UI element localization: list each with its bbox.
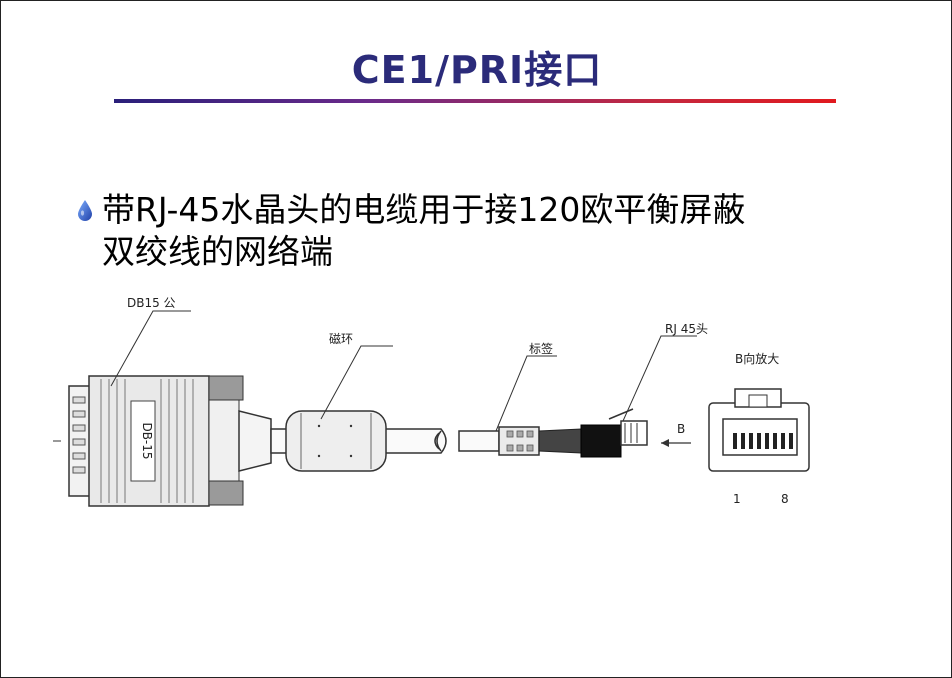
cable-diagram: DB-15 <box>53 296 810 507</box>
arrow-label: B <box>677 422 685 436</box>
db15-connector: DB-15 <box>53 375 272 507</box>
cable-tag <box>498 426 540 456</box>
pin-8-label: 8 <box>781 492 789 506</box>
direction-label: B向放大 <box>735 351 779 366</box>
title-divider <box>114 99 836 103</box>
bullet-text: 带RJ-45水晶头的电缆用于接120欧平衡屏蔽 双绞线的网络端 <box>102 189 902 273</box>
tag-label: 标签 <box>529 341 553 356</box>
db15-label: DB15 公 <box>127 296 176 310</box>
direction-arrow: B <box>661 422 691 447</box>
slide-title: CE1/PRI接口 <box>351 48 603 92</box>
rj45-plug <box>538 408 648 458</box>
pin-1-label: 1 <box>733 492 741 506</box>
bullet-line-1: 带RJ-45水晶头的电缆用于接120欧平衡屏蔽 <box>102 190 746 229</box>
ferrite-ring <box>285 410 387 472</box>
rj45-label: RJ 45头 <box>665 322 708 336</box>
water-drop-icon <box>78 200 92 221</box>
ferrite-label: 磁环 <box>329 331 353 346</box>
bullet-line-2: 双绞线的网络端 <box>102 232 333 271</box>
connector-text: DB-15 <box>140 422 154 459</box>
rj45-front-view: 1 8 <box>708 388 810 506</box>
